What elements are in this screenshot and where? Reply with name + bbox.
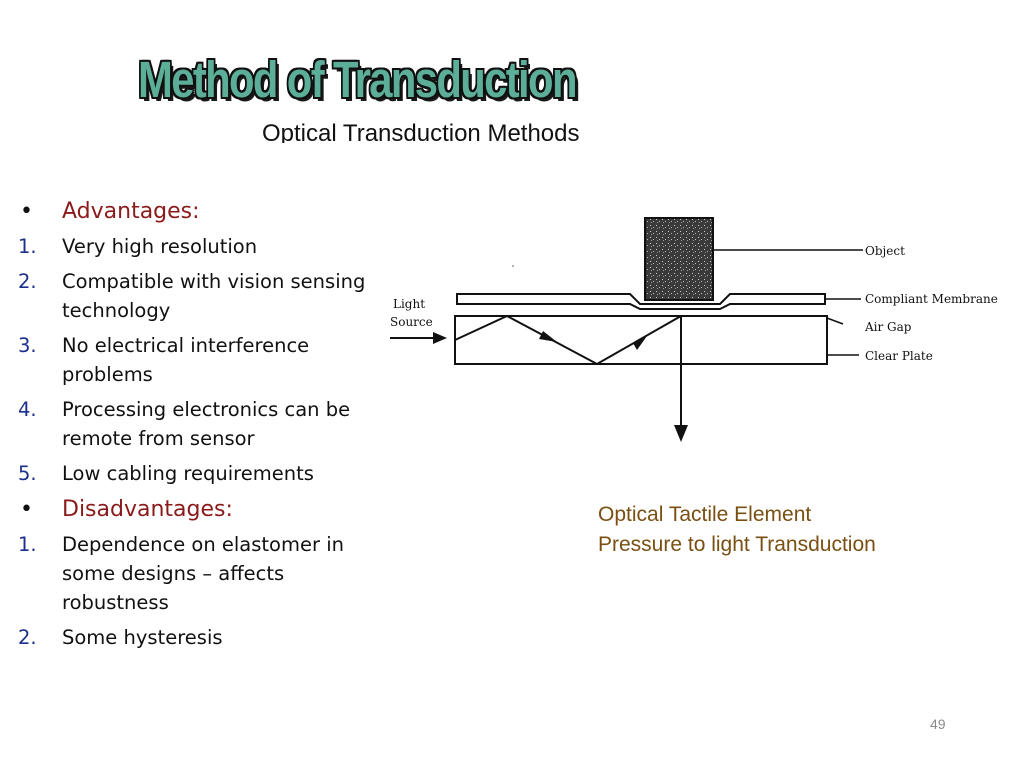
object-block — [644, 217, 714, 301]
caption-line-2: Pressure to light Transduction — [598, 533, 876, 556]
list-item: 2. Some hysteresis — [18, 623, 368, 652]
advantages-header: • Advantages: — [18, 196, 368, 228]
leader-airgap — [826, 317, 844, 325]
diagram-drawing — [390, 217, 863, 442]
disadvantages-header: • Disadvantages: — [18, 494, 368, 526]
air-gap-label: Air Gap — [865, 320, 912, 334]
compliant-membrane — [456, 293, 826, 310]
list-item: 3. No electrical interference problems — [18, 331, 368, 389]
item-text: Low cabling requirements — [62, 462, 314, 485]
stray-dot — [512, 265, 514, 267]
bullet-marker: • — [20, 199, 33, 224]
item-number: 2. — [18, 270, 37, 293]
subtitle-clip: Optical Transduction Methods — [262, 118, 682, 143]
item-text: No electrical interference problems — [62, 334, 310, 386]
item-number: 4. — [18, 398, 37, 421]
item-text: Dependence on elastomer in some designs … — [62, 533, 344, 614]
object-label: Object — [865, 244, 905, 258]
light-label: Light — [393, 297, 426, 311]
item-number: 1. — [18, 235, 37, 258]
list-item: 4. Processing electronics can be remote … — [18, 395, 368, 453]
optical-tactile-diagram: Light Source Object Compliant Membrane A… — [385, 212, 1010, 452]
arrow-head — [674, 425, 688, 442]
item-number: 2. — [18, 626, 37, 649]
list-item: 2. Compatible with vision sensing techno… — [18, 267, 368, 325]
item-text: Compatible with vision sensing technolog… — [62, 270, 366, 322]
list-item: 5. Low cabling requirements — [18, 459, 368, 488]
disadvantages-header-text: Disadvantages: — [62, 497, 233, 522]
item-text: Some hysteresis — [62, 626, 223, 649]
arrow-head — [539, 331, 557, 342]
slide-title: Method of Transduction — [138, 51, 577, 108]
caption-line-1: Optical Tactile Element — [598, 503, 812, 526]
arrow-head — [433, 332, 447, 344]
slide-subtitle: Optical Transduction Methods — [262, 120, 580, 143]
source-label: Source — [390, 315, 433, 329]
item-number: 3. — [18, 334, 37, 357]
membrane-label: Compliant Membrane — [865, 292, 998, 306]
diagram-caption: Optical Tactile Element Pressure to ligh… — [598, 500, 876, 560]
item-number: 5. — [18, 462, 37, 485]
bullet-list: • Advantages: 1. Very high resolution 2.… — [18, 196, 368, 658]
arrow-head — [633, 336, 647, 350]
item-text: Processing electronics can be remote fro… — [62, 398, 351, 450]
advantages-header-text: Advantages: — [62, 199, 200, 224]
list-item: 1. Very high resolution — [18, 232, 368, 261]
page-number: 49 — [930, 716, 946, 732]
item-number: 1. — [18, 533, 37, 556]
clear-plate-label: Clear Plate — [865, 349, 933, 363]
list-item: 1. Dependence on elastomer in some desig… — [18, 530, 368, 617]
bullet-marker: • — [20, 497, 33, 522]
item-text: Very high resolution — [62, 235, 258, 258]
